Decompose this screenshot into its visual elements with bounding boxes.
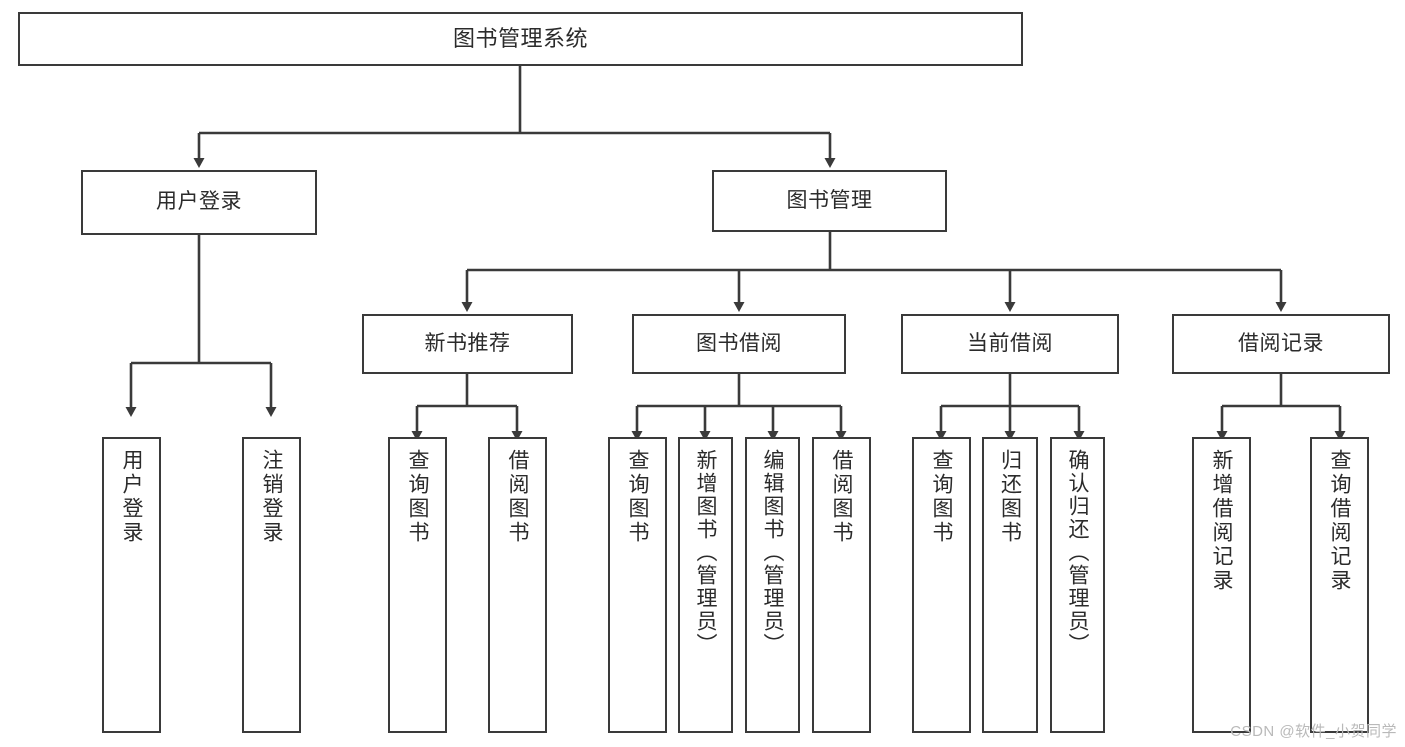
leaf-add-borrow-record[interactable]: 新增借阅记录 [1192,437,1251,733]
node-book-manage[interactable]: 图书管理 [712,170,947,232]
node-label: 编辑图书（管理员） [761,449,784,656]
node-label: 归还图书 [998,449,1022,545]
leaf-query-book-current[interactable]: 查询图书 [912,437,971,733]
leaf-borrow-book[interactable]: 借阅图书 [812,437,871,733]
node-label: 查询图书 [626,449,649,545]
node-borrow-record[interactable]: 借阅记录 [1172,314,1390,374]
leaf-confirm-return[interactable]: 确认归还（管理员） [1050,437,1105,733]
node-label: 查询图书 [406,449,429,545]
leaf-query-book-recommend[interactable]: 查询图书 [388,437,447,733]
leaf-borrow-book-recommend[interactable]: 借阅图书 [488,437,547,733]
node-label: 新书推荐 [424,331,511,355]
leaf-user-login[interactable]: 用户登录 [102,437,161,733]
leaf-edit-book[interactable]: 编辑图书（管理员） [745,437,800,733]
node-current-borrow[interactable]: 当前借阅 [901,314,1119,374]
leaf-add-book[interactable]: 新增图书（管理员） [678,437,733,733]
leaf-query-book-borrow[interactable]: 查询图书 [608,437,667,733]
node-label: 图书管理 [786,188,873,212]
leaf-logout[interactable]: 注销登录 [242,437,301,733]
node-label: 图书管理系统 [452,26,588,52]
node-label: 图书借阅 [696,331,782,355]
node-root-system[interactable]: 图书管理系统 [18,12,1023,66]
node-label: 注销登录 [260,449,283,545]
leaf-return-book[interactable]: 归还图书 [982,437,1038,733]
node-label: 新增借阅记录 [1210,449,1233,593]
node-book-borrow[interactable]: 图书借阅 [632,314,846,374]
node-label: 查询图书 [930,449,953,545]
node-label: 新增图书（管理员） [694,449,717,656]
node-label: 借阅记录 [1238,331,1324,355]
node-new-book-recommend[interactable]: 新书推荐 [362,314,573,374]
node-label: 用户登录 [156,190,242,214]
leaf-query-borrow-record[interactable]: 查询借阅记录 [1310,437,1369,733]
node-label: 用户登录 [120,449,143,545]
node-label: 借阅图书 [830,449,853,545]
node-label: 借阅图书 [506,449,529,545]
node-label: 当前借阅 [967,331,1053,355]
node-label: 确认归还（管理员） [1066,449,1089,656]
node-label: 查询借阅记录 [1328,449,1351,593]
node-user-login[interactable]: 用户登录 [81,170,317,235]
watermark-text: CSDN @软件_小贺同学 [1230,723,1397,740]
